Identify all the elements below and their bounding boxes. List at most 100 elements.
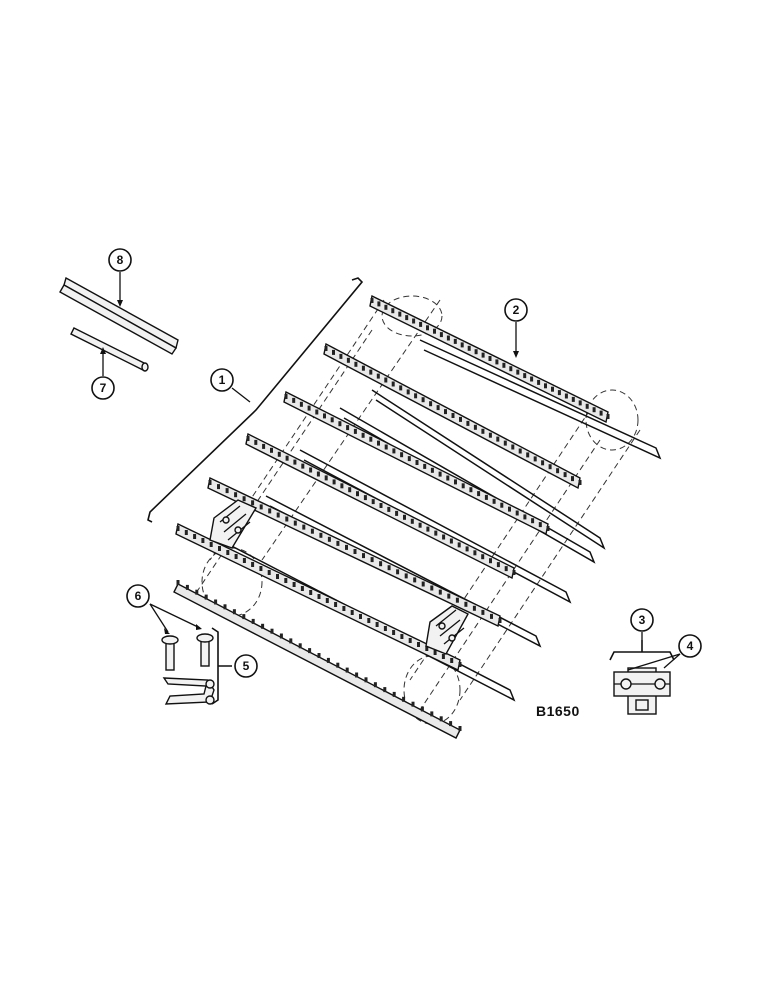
slat-tooth <box>345 667 349 673</box>
slat-tooth <box>342 606 346 611</box>
slat-tooth <box>472 605 476 611</box>
slat-tooth <box>298 643 302 649</box>
slat-tooth <box>353 549 357 554</box>
slat-tooth <box>193 534 197 539</box>
slat-tooth <box>293 459 297 465</box>
slat-tooth <box>345 544 348 550</box>
bottom-slat <box>173 580 462 739</box>
slat-tooth <box>544 383 547 389</box>
slat-tooth <box>302 524 306 530</box>
slat-tooth <box>509 366 513 372</box>
slat-tooth <box>332 479 336 485</box>
slat-tooth <box>453 338 457 344</box>
slat-tooth <box>433 650 437 655</box>
slat-tooth <box>502 362 506 368</box>
slat-tooth <box>498 618 502 623</box>
slat-tooth <box>223 604 227 610</box>
pins <box>161 633 214 671</box>
slat-tooth <box>251 562 255 567</box>
slat-tooth <box>436 405 440 411</box>
slat-tooth <box>484 494 488 500</box>
slat-tooth <box>225 488 229 494</box>
slat-tooth <box>361 432 365 438</box>
slat-tooth <box>384 444 388 450</box>
slat-tooth <box>481 428 485 434</box>
slat-tooth <box>299 401 303 407</box>
slat-tooth <box>195 589 199 595</box>
figure-reference: B1650 <box>536 703 580 719</box>
slat-tooth <box>504 566 508 572</box>
slat-tooth <box>441 654 445 659</box>
slat-tooth <box>467 345 471 351</box>
slat-tooth <box>373 682 377 688</box>
slat-tooth <box>176 580 180 585</box>
slat-tooth <box>578 480 582 485</box>
slat-tooth <box>208 480 212 485</box>
slat-tooth <box>413 577 417 583</box>
slat-tooth <box>523 514 527 520</box>
slat-tooth <box>370 298 374 303</box>
slat-tooth <box>259 504 263 510</box>
slat-tooth <box>421 397 425 403</box>
slat-tooth <box>419 321 423 327</box>
slat-tooth <box>481 554 485 560</box>
slat-tooth <box>516 369 520 375</box>
slat-tooth <box>214 599 218 605</box>
slat-tooth <box>387 506 391 512</box>
slat-tooth <box>289 638 293 644</box>
slat-tooth <box>309 590 313 595</box>
slat-tooth <box>398 311 402 317</box>
part-angle-strip <box>59 276 179 355</box>
slat-tooth <box>300 586 304 591</box>
callout-6: 6 <box>126 584 150 608</box>
slat-tooth <box>204 594 208 600</box>
slat-tooth <box>325 598 329 603</box>
slat-tooth <box>541 460 545 466</box>
slat-tooth <box>546 526 550 531</box>
slat-tooth <box>500 502 504 508</box>
slat-tooth <box>218 546 221 551</box>
slat-tooth <box>531 518 535 524</box>
slat-tooth <box>232 609 236 615</box>
slat-tooth <box>464 601 468 607</box>
slat-tooth <box>481 609 485 615</box>
slat-tooth <box>361 365 365 371</box>
slat-tooth <box>489 558 492 564</box>
slat-tooth <box>234 492 238 498</box>
slat-tooth <box>477 491 481 497</box>
slat-tooth <box>392 630 396 635</box>
slat-tooth <box>563 472 567 478</box>
slat-tooth <box>391 308 395 314</box>
slat-tooth <box>317 594 321 599</box>
slat-tooth <box>292 397 296 403</box>
slat-tooth <box>383 687 387 693</box>
slat-tooth <box>404 573 408 579</box>
slat-tooth <box>285 455 289 461</box>
slat-tooth <box>310 528 314 534</box>
slat-tooth <box>488 356 492 361</box>
slat-tooth <box>429 401 433 407</box>
callout-2: 2 <box>504 298 528 322</box>
slat-tooth <box>511 444 515 450</box>
slat-tooth <box>332 349 335 355</box>
svg-text:3: 3 <box>639 613 646 627</box>
slat-tooth <box>334 602 338 607</box>
slat-tooth <box>402 696 406 702</box>
slat-tooth <box>356 491 359 497</box>
slat-tooth <box>408 638 412 643</box>
bracket-item-5 <box>211 627 232 705</box>
slat-tooth <box>400 452 404 458</box>
slat-tooth <box>363 495 367 501</box>
slat-tooth <box>391 381 395 387</box>
slat-tooth <box>251 618 255 624</box>
slat-tooth <box>242 496 246 502</box>
slat-tooth <box>515 510 519 516</box>
slat-tooth <box>396 569 400 575</box>
slat-tooth <box>492 498 496 504</box>
bracket-item-1 <box>147 277 364 523</box>
slat-tooth <box>323 413 326 419</box>
callout-4: 4 <box>678 634 702 658</box>
slat-tooth <box>450 658 454 663</box>
slat-tooth <box>353 428 357 434</box>
svg-text:8: 8 <box>117 253 124 267</box>
